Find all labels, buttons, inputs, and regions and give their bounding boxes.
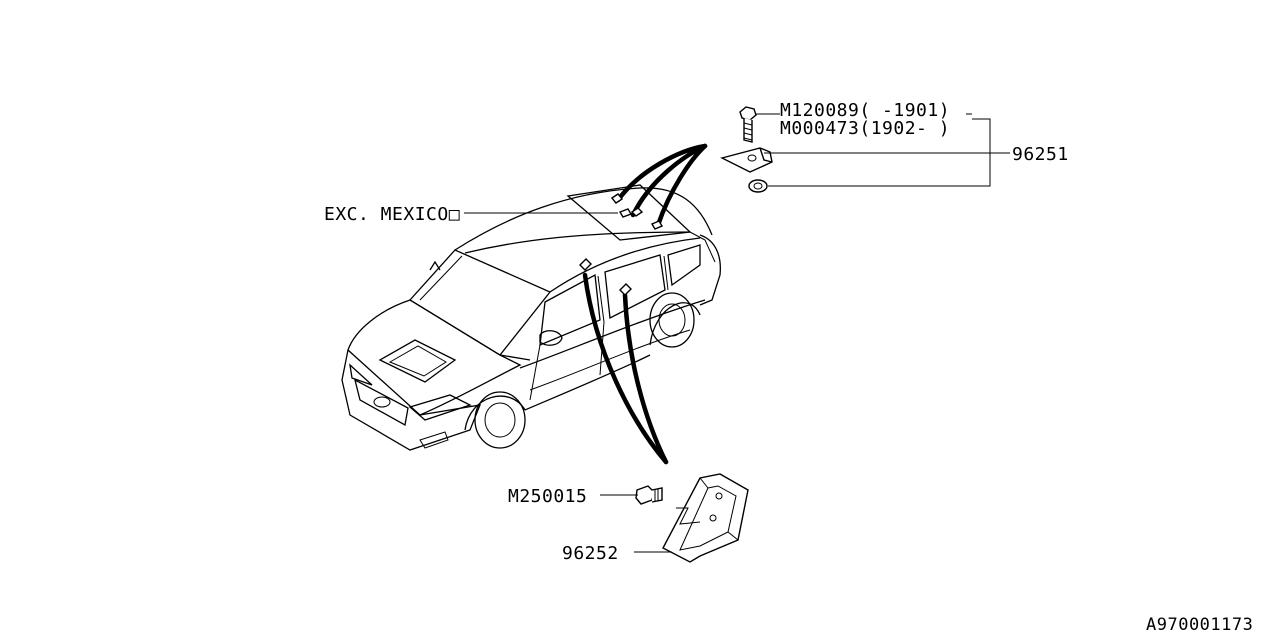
bracket-96251-group (720, 106, 1010, 193)
label-96251: 96251 (1012, 144, 1069, 165)
label-m250015: M250015 (508, 486, 587, 507)
car-illustration (341, 184, 721, 451)
nut-icon (748, 179, 768, 193)
clip-bolt-icon (635, 485, 663, 505)
diagram-code: A970001173 (1146, 615, 1253, 635)
bolt-icon (739, 106, 757, 143)
label-bolt-new: M000473(1902- ) (780, 118, 950, 139)
bracket-plate (720, 147, 773, 173)
label-exc-mexico: EXC. MEXICO□ (324, 204, 460, 225)
label-bolt-old: M120089( -1901) (780, 100, 950, 121)
label-96252: 96252 (562, 543, 619, 564)
harness-leaders (582, 143, 708, 465)
bracket-lower (662, 473, 749, 563)
clip-markers (579, 193, 664, 296)
bracket-96252-group (600, 473, 749, 563)
